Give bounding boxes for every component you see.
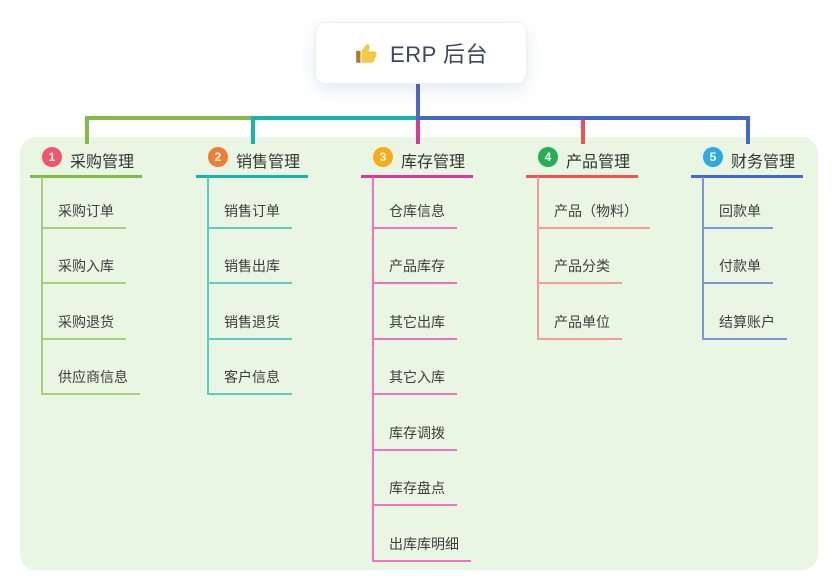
node-item[interactable]: 销售退货 xyxy=(207,314,292,340)
branch-4-spine xyxy=(537,177,539,338)
node-item[interactable]: 销售订单 xyxy=(207,203,292,229)
branch-3-title[interactable]: 库存管理 xyxy=(401,154,466,171)
connector-branch-5-drop xyxy=(746,116,750,144)
root-node[interactable]: ERP 后台 xyxy=(315,22,527,84)
branch-4-title[interactable]: 产品管理 xyxy=(566,154,631,171)
branch-purchase: 1 采购管理 采购订单 采购入库 采购退货 供应商信息 xyxy=(30,146,190,570)
branch-1-underline xyxy=(30,175,142,178)
branch-sales: 2 销售管理 销售订单 销售出库 销售退货 客户信息 xyxy=(196,146,356,570)
branch-inventory: 3 库存管理 仓库信息 产品库存 其它出库 其它入库 库存调拨 库存盘点 出库库… xyxy=(361,146,521,570)
branch-3-spine xyxy=(372,177,374,560)
branch-5-badge: 5 xyxy=(703,147,723,167)
node-item[interactable]: 采购入库 xyxy=(41,258,126,284)
node-item[interactable]: 产品单位 xyxy=(537,314,622,340)
node-item[interactable]: 其它入库 xyxy=(372,369,457,395)
branch-2-underline xyxy=(196,175,308,178)
branch-3-badge: 3 xyxy=(373,147,393,167)
connector-branch-2-drop xyxy=(251,116,255,144)
branch-finance: 5 财务管理 回款单 付款单 结算账户 xyxy=(691,146,839,570)
node-item[interactable]: 库存调拨 xyxy=(372,425,457,451)
branch-5-spine xyxy=(702,177,704,338)
branch-1-badge: 1 xyxy=(42,147,62,167)
branch-4-underline xyxy=(526,175,638,178)
node-item[interactable]: 仓库信息 xyxy=(372,203,457,229)
branch-5-title[interactable]: 财务管理 xyxy=(731,154,796,171)
connector-branch-5-horizontal xyxy=(416,116,750,120)
branch-2-title[interactable]: 销售管理 xyxy=(236,154,301,171)
connector-branch-3-drop xyxy=(416,116,420,144)
root-stem-connector xyxy=(416,82,420,120)
branch-2-spine xyxy=(207,177,209,395)
branch-2-badge: 2 xyxy=(208,147,228,167)
node-item[interactable]: 销售出库 xyxy=(207,258,292,284)
connector-branch-4-drop xyxy=(581,116,585,144)
branch-5-underline xyxy=(691,175,803,178)
node-item[interactable]: 产品库存 xyxy=(372,258,457,284)
node-item[interactable]: 产品（物料） xyxy=(537,203,650,229)
node-item[interactable]: 付款单 xyxy=(702,258,773,284)
node-item[interactable]: 采购退货 xyxy=(41,314,126,340)
branch-3-underline xyxy=(361,175,473,178)
thumbs-up-icon xyxy=(356,44,377,63)
node-item[interactable]: 其它出库 xyxy=(372,314,457,340)
mindmap-panel xyxy=(20,137,818,570)
node-item[interactable]: 回款单 xyxy=(702,203,773,229)
node-item[interactable]: 客户信息 xyxy=(207,369,292,395)
connector-branch-2-horizontal xyxy=(251,116,420,120)
node-item[interactable]: 出库库明细 xyxy=(372,536,471,562)
branch-4-badge: 4 xyxy=(538,147,558,167)
node-item[interactable]: 采购订单 xyxy=(41,203,126,229)
branch-product: 4 产品管理 产品（物料） 产品分类 产品单位 xyxy=(526,146,686,570)
connector-branch-1-drop xyxy=(85,116,89,144)
node-item[interactable]: 结算账户 xyxy=(702,314,787,340)
branch-1-title[interactable]: 采购管理 xyxy=(70,154,135,171)
branch-1-spine xyxy=(41,177,43,395)
root-title: ERP 后台 xyxy=(390,42,488,67)
node-item[interactable]: 供应商信息 xyxy=(41,369,140,395)
node-item[interactable]: 产品分类 xyxy=(537,258,622,284)
node-item[interactable]: 库存盘点 xyxy=(372,480,457,506)
